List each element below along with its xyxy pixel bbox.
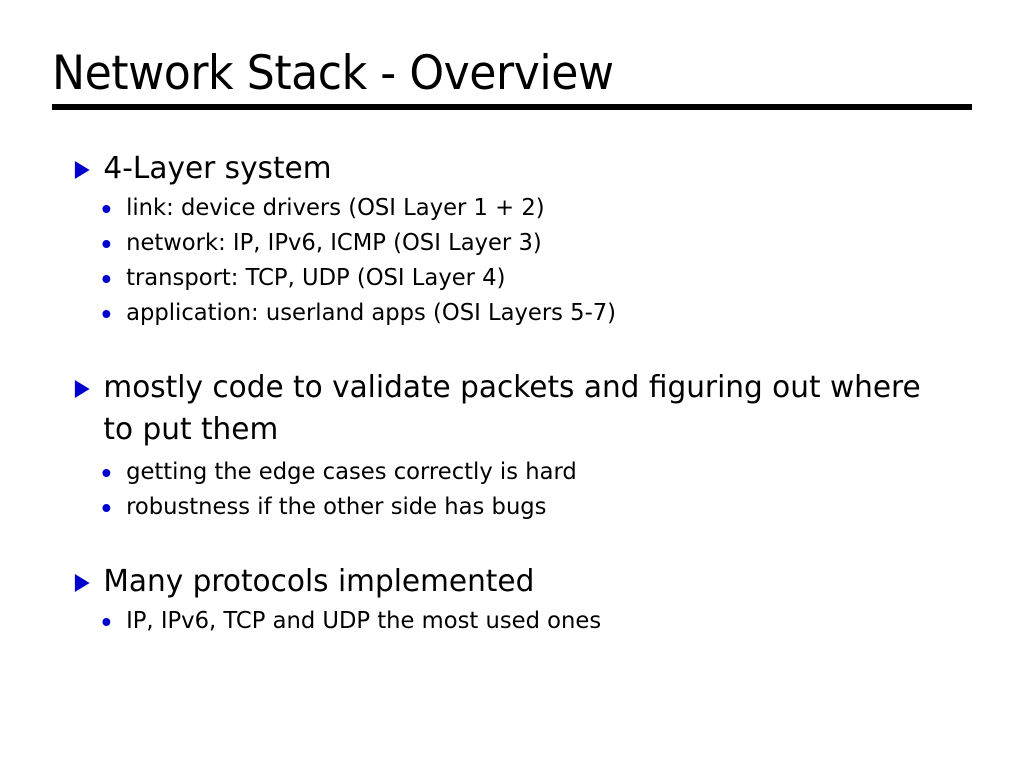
dot-icon — [102, 275, 111, 283]
bullet-level1: mostly code to validate packets and figu… — [0, 367, 1009, 451]
bullet-level1: Many protocols implemented — [0, 561, 1009, 603]
dot-icon — [102, 469, 111, 477]
bullet-level2-label: transport: TCP, UDP (OSI Layer 4) — [126, 265, 506, 291]
bullet-level2-list: getting the edge cases correctly is hard… — [0, 455, 1024, 525]
dot-icon — [102, 240, 111, 248]
bullet-level2-label: network: IP, IPv6, ICMP (OSI Layer 3) — [126, 230, 542, 256]
dot-icon — [102, 504, 111, 512]
bullet-level2: getting the edge cases correctly is hard — [0, 455, 1009, 490]
bullet-level2: link: device drivers (OSI Layer 1 + 2) — [0, 191, 1009, 226]
bullet-level2: transport: TCP, UDP (OSI Layer 4) — [0, 261, 1009, 296]
bullet-group: mostly code to validate packets and figu… — [0, 367, 1024, 525]
title-block: Network Stack - Overview — [52, 48, 972, 110]
bullet-level2-label: application: userland apps (OSI Layers 5… — [126, 300, 617, 326]
triangle-right-icon — [74, 161, 90, 179]
bullet-level2-label: getting the edge cases correctly is hard — [126, 459, 577, 485]
dot-icon — [102, 310, 111, 318]
bullet-content: 4-Layer system link: device drivers (OSI… — [0, 148, 1024, 639]
bullet-group: Many protocols implemented IP, IPv6, TCP… — [0, 561, 1024, 639]
title-underline-rule — [52, 104, 972, 110]
bullet-level1: 4-Layer system — [0, 148, 1009, 190]
triangle-right-icon — [74, 380, 90, 398]
bullet-level2: robustness if the other side has bugs — [0, 490, 1009, 525]
bullet-level2-list: link: device drivers (OSI Layer 1 + 2) n… — [0, 191, 1024, 331]
bullet-group: 4-Layer system link: device drivers (OSI… — [0, 148, 1024, 331]
bullet-level2: IP, IPv6, TCP and UDP the most used ones — [0, 604, 1009, 639]
page-title: Network Stack - Overview — [52, 46, 614, 101]
triangle-right-icon — [74, 574, 90, 592]
bullet-level1-label: mostly code to validate packets and figu… — [103, 370, 921, 447]
bullet-level2-list: IP, IPv6, TCP and UDP the most used ones — [0, 604, 1024, 639]
bullet-level1-label: 4-Layer system — [103, 151, 332, 186]
dot-icon — [102, 205, 111, 213]
bullet-level2-label: link: device drivers (OSI Layer 1 + 2) — [126, 195, 545, 221]
dot-icon — [102, 618, 111, 626]
bullet-level2: application: userland apps (OSI Layers 5… — [0, 296, 1009, 331]
bullet-level2-label: IP, IPv6, TCP and UDP the most used ones — [126, 608, 602, 634]
bullet-level2: network: IP, IPv6, ICMP (OSI Layer 3) — [0, 226, 1009, 261]
bullet-level2-label: robustness if the other side has bugs — [126, 494, 547, 520]
bullet-level1-label: Many protocols implemented — [103, 564, 535, 599]
